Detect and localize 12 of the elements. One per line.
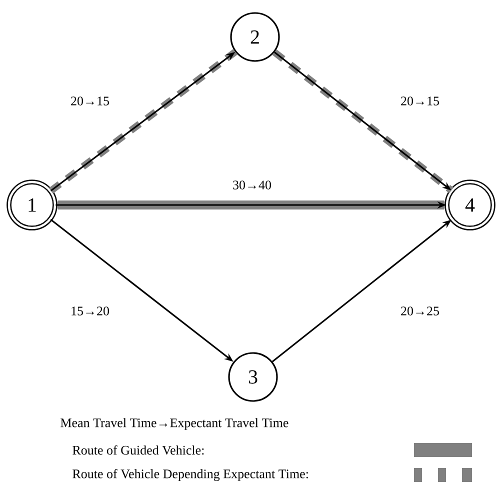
legend-text: Route of Guided Vehicle: [72, 445, 204, 455]
circle-node: 2 [230, 12, 280, 62]
circle-node: 3 [228, 352, 278, 402]
edge-label: 20→15 [70, 96, 110, 106]
key-note: Mean Travel Time→Expectant Travel Time [60, 418, 288, 430]
edge-label: 20→25 [400, 306, 440, 316]
legend-text: Route of Vehicle Depending Expectant Time: [72, 469, 308, 481]
edge-label: 15→20 [70, 306, 110, 316]
double-circle-node: 4 [444, 180, 496, 230]
double-circle-node: 1 [6, 180, 58, 230]
edge-label: 30→40 [232, 180, 272, 190]
edge-label: 20→15 [400, 96, 440, 106]
